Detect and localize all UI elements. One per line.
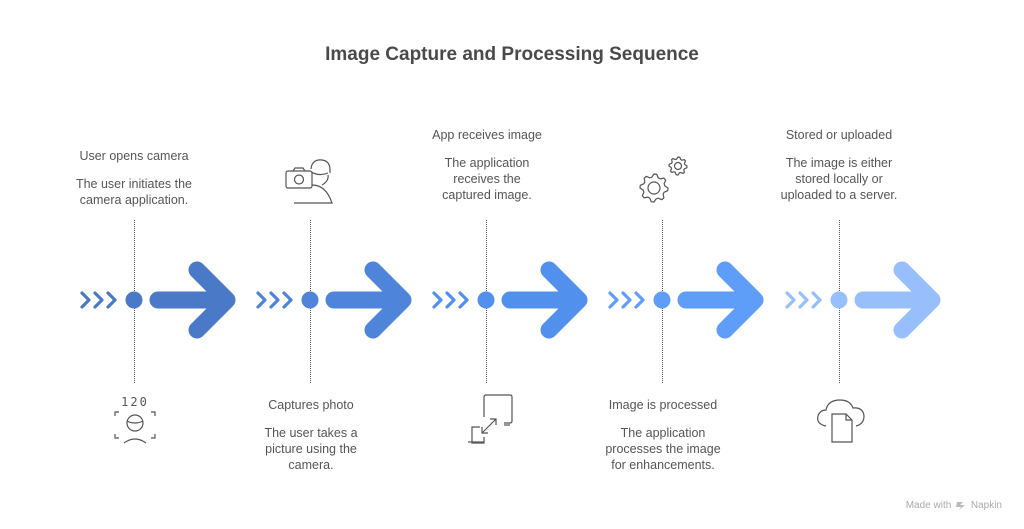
step-3-heading: App receives image <box>432 128 542 142</box>
step-4-arrow <box>677 261 764 339</box>
napkin-logo-icon <box>956 501 966 510</box>
step-1-label: User opens camera The user initiates the… <box>49 148 219 208</box>
chevron-icon <box>432 291 443 309</box>
made-with-text: Made with <box>905 500 952 511</box>
cloud-file-icon <box>817 399 865 443</box>
step-4-description: The application processes the image for … <box>605 426 721 472</box>
step-3-dot <box>477 291 495 309</box>
chevron-icon <box>785 291 796 309</box>
step-5-dot <box>830 291 848 309</box>
step-3-label: App receives image The application recei… <box>402 127 572 203</box>
step-2-arrow <box>325 261 412 339</box>
step-4-dot <box>653 291 671 309</box>
step-5-description: The image is either stored locally or up… <box>780 156 898 202</box>
chevron-icon <box>269 291 280 309</box>
chevron-icon <box>445 291 456 309</box>
napkin-brand-text: Napkin <box>970 500 1002 511</box>
step-4-heading: Image is processed <box>608 398 718 412</box>
chevron-icon <box>634 291 645 309</box>
chevron-icon <box>256 291 267 309</box>
chevron-icon <box>798 291 809 309</box>
step-3-arrow <box>501 261 588 339</box>
step-5-label: Stored or uploaded The image is either s… <box>754 127 924 203</box>
resize-image-icon <box>468 394 513 444</box>
chevron-icon <box>282 291 293 309</box>
step-1-arrow <box>149 261 236 339</box>
step-1-description: The user initiates the camera applicatio… <box>75 177 193 207</box>
step-2-heading: Captures photo <box>268 398 354 412</box>
napkin-watermark: Made with Napkin <box>906 500 1002 511</box>
person-camera-icon <box>285 159 333 204</box>
step-3-description: The application receives the captured im… <box>442 156 532 202</box>
gears-icon <box>639 156 688 203</box>
chevron-icon <box>106 291 117 309</box>
chevron-icon <box>608 291 619 309</box>
chevron-icon <box>621 291 632 309</box>
step-2-description: The user takes a picture using the camer… <box>264 426 358 472</box>
step-1-dot <box>125 291 143 309</box>
chevron-icon <box>458 291 469 309</box>
step-2-dot <box>301 291 319 309</box>
chevron-icon <box>93 291 104 309</box>
step-4-label: Image is processed The application proce… <box>578 397 748 473</box>
face-scan-icon: 120 <box>114 395 156 444</box>
step-5-heading: Stored or uploaded <box>785 128 893 142</box>
step-1-heading: User opens camera <box>79 149 189 163</box>
step-5-arrow <box>854 261 941 339</box>
step-2-label: Captures photo The user takes a picture … <box>226 397 396 473</box>
diagram-title: Image Capture and Processing Sequence <box>325 44 699 65</box>
chevron-icon <box>80 291 91 309</box>
chevron-icon <box>811 291 822 309</box>
face-scan-number: 120 <box>121 395 149 409</box>
